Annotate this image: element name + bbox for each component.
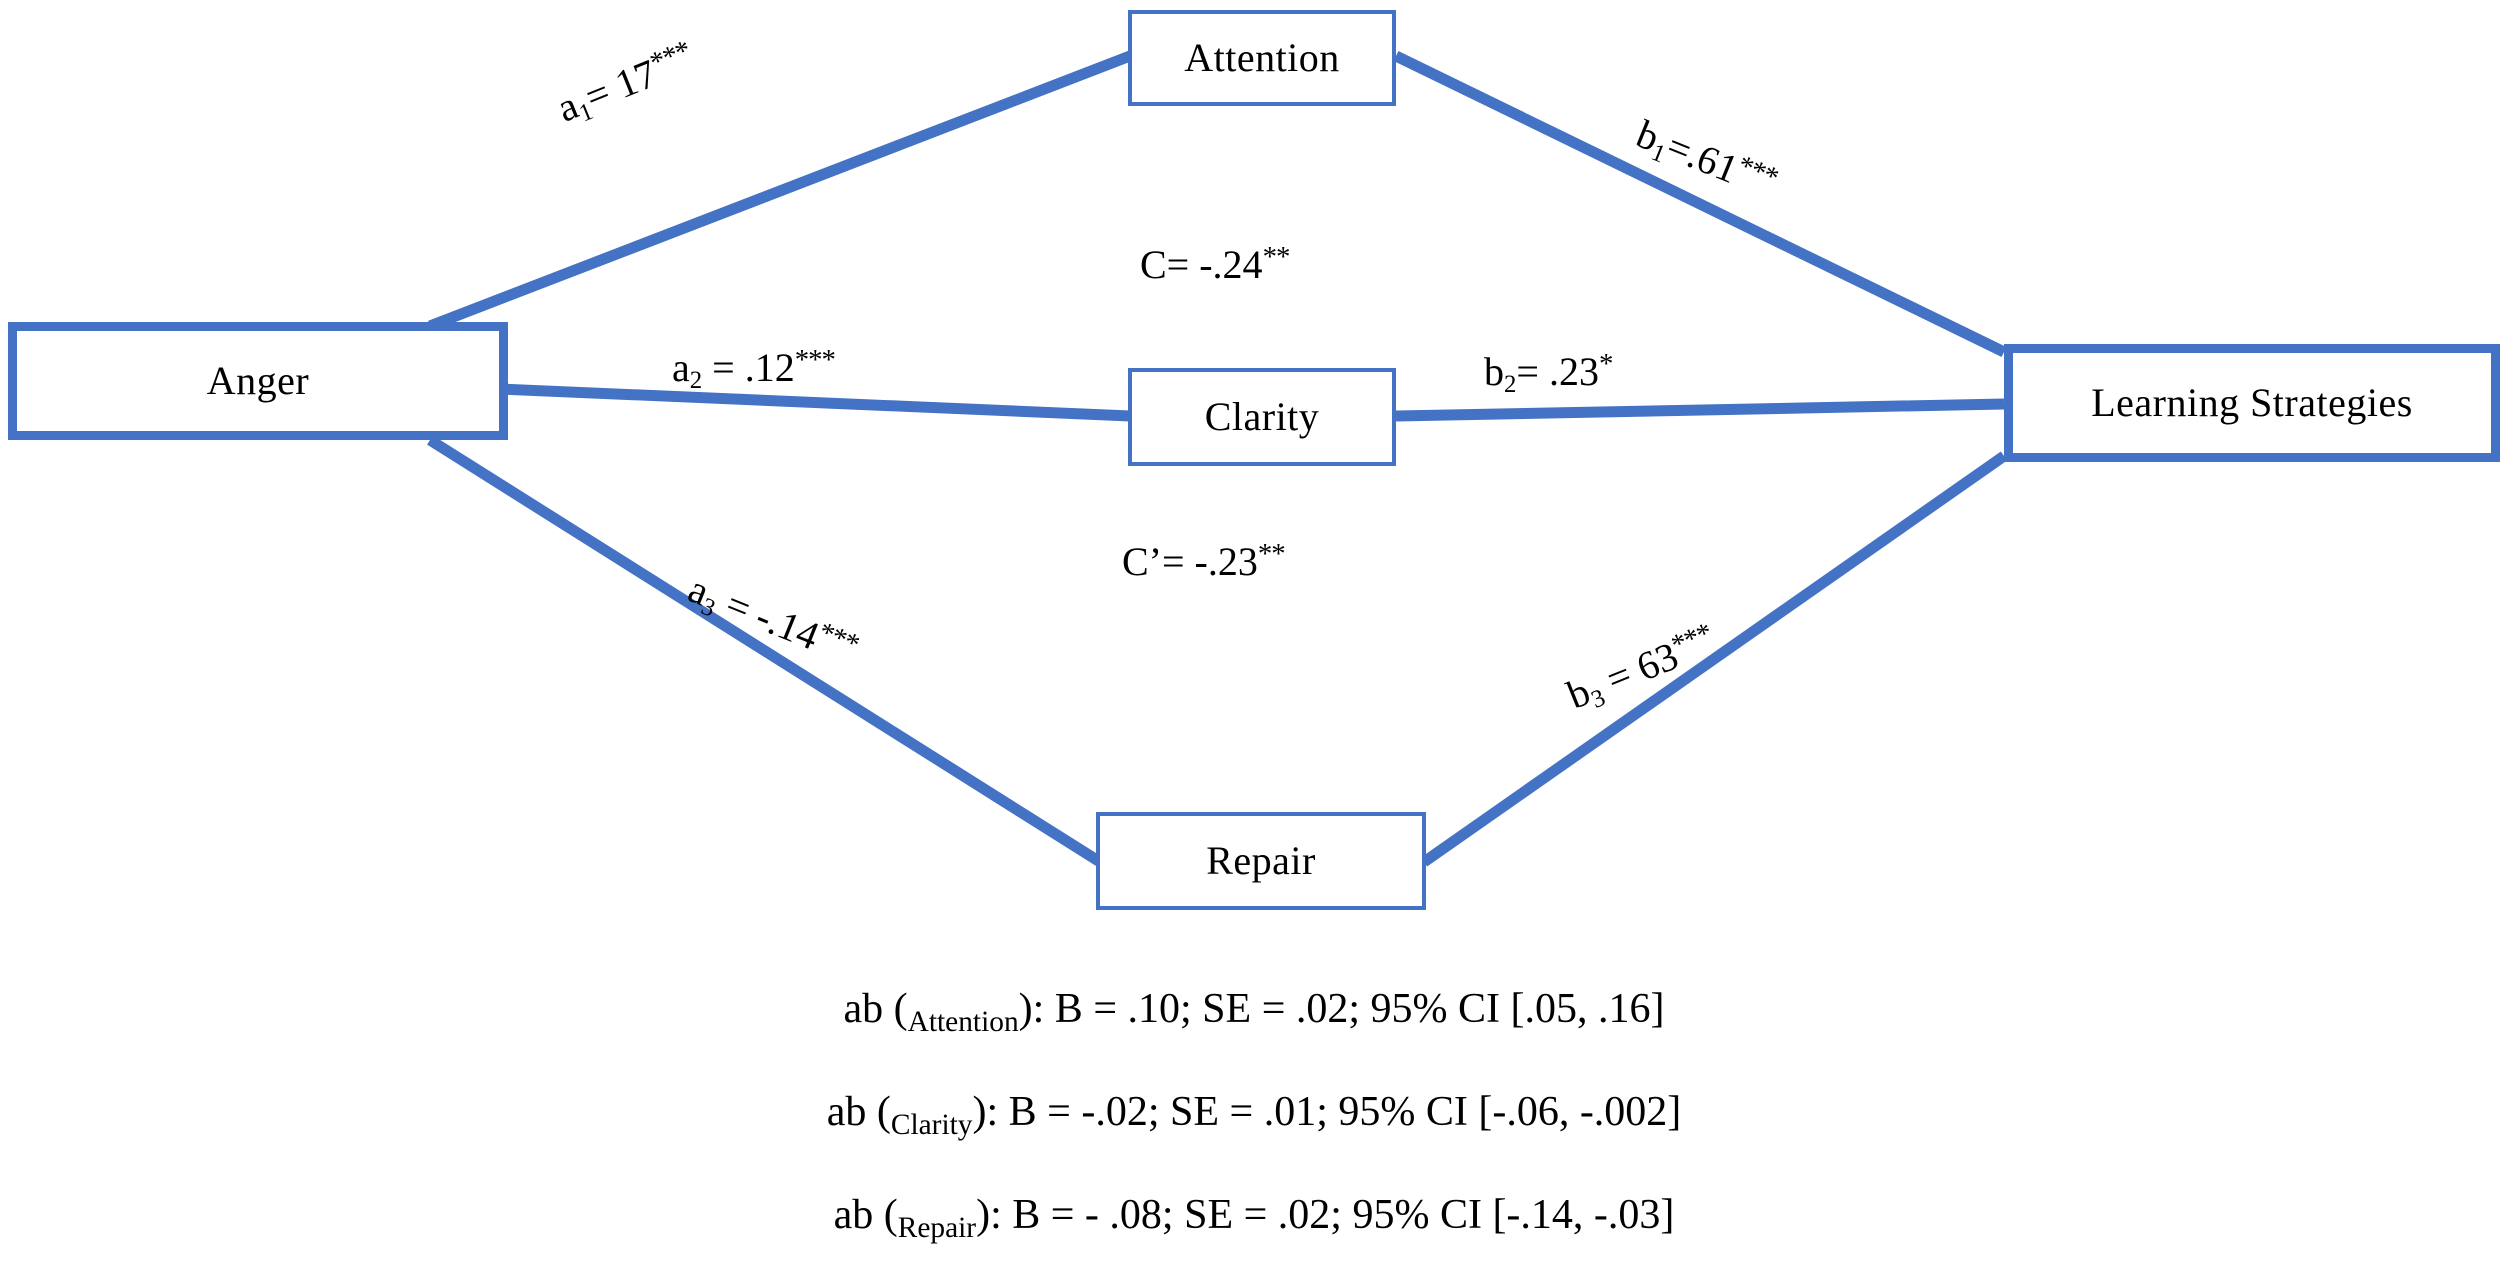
path-label-b2: b2= .23* bbox=[1484, 348, 1613, 399]
indirect-effect-mediator: Clarity bbox=[890, 1109, 973, 1142]
edge-attention-outcome bbox=[1393, 51, 2007, 357]
edge-clarity-outcome bbox=[1395, 398, 2005, 422]
path-a2-stars: *** bbox=[794, 344, 836, 376]
indirect-effect-prefix: ab ( bbox=[843, 986, 908, 1032]
node-attention[interactable]: Attention bbox=[1128, 10, 1396, 106]
path-label-a2: a2 = .12*** bbox=[672, 344, 836, 395]
indirect-effects-caption-block: ab (Attention): B = .10; SE = .02; 95% C… bbox=[0, 988, 2508, 1266]
path-label-direct-effect: C’= -.23** bbox=[1122, 538, 1286, 585]
node-learning-strategies[interactable]: Learning Strategies bbox=[2004, 344, 2500, 462]
indirect-effect-line: ab (Attention): B = .10; SE = .02; 95% C… bbox=[0, 988, 2508, 1037]
path-label-total-effect: C= -.24** bbox=[1140, 241, 1291, 288]
node-anger-label: Anger bbox=[206, 358, 310, 403]
indirect-effect-mediator: Repair bbox=[897, 1212, 977, 1245]
path-b2-stars: * bbox=[1598, 348, 1613, 380]
path-c-value: C= -.24 bbox=[1140, 242, 1263, 288]
indirect-effect-stats: ): B = -.02; SE = .01; 95% CI [-.06, -.0… bbox=[972, 1089, 1682, 1136]
path-label-b1: b1=.61*** bbox=[1629, 111, 1782, 211]
indirect-effect-mediator: Attention bbox=[907, 1005, 1019, 1038]
indirect-effect-prefix: ab ( bbox=[833, 1192, 898, 1239]
path-a3-value: = -.14 bbox=[710, 577, 826, 659]
path-c-prime-stars: ** bbox=[1257, 538, 1286, 570]
node-anger[interactable]: Anger bbox=[8, 322, 508, 440]
indirect-effect-stats: ): B = - .08; SE = .02; 95% CI [-.14, -.… bbox=[976, 1192, 1675, 1239]
path-b2-value: = .23 bbox=[1516, 349, 1599, 395]
path-b2-name: b bbox=[1484, 349, 1504, 395]
path-c-prime-value: C’= -.23 bbox=[1122, 539, 1258, 585]
path-a2-name: a bbox=[672, 345, 690, 391]
path-b2-index: 2 bbox=[1504, 371, 1517, 399]
node-repair-label: Repair bbox=[1206, 838, 1316, 883]
path-label-a1: a1= 17*** bbox=[551, 34, 701, 134]
path-c-stars: ** bbox=[1262, 241, 1291, 273]
indirect-effect-line: ab (Repair): B = - .08; SE = .02; 95% CI… bbox=[0, 1194, 2508, 1243]
node-repair[interactable]: Repair bbox=[1096, 812, 1426, 910]
path-a2-index: 2 bbox=[689, 367, 703, 395]
edge-anger-attention bbox=[428, 50, 1132, 332]
indirect-effect-line: ab (Clarity): B = -.02; SE = .01; 95% CI… bbox=[0, 1091, 2508, 1140]
edge-anger-repair bbox=[427, 435, 1103, 867]
indirect-effect-prefix: ab ( bbox=[826, 1089, 891, 1136]
node-attention-label: Attention bbox=[1184, 35, 1340, 80]
path-b3-value: = 63 bbox=[1590, 632, 1685, 706]
path-label-a3: a3 = -.14*** bbox=[681, 566, 863, 677]
indirect-effect-stats: ): B = .10; SE = .02; 95% CI [.05, .16] bbox=[1018, 986, 1665, 1032]
node-learning-strategies-label: Learning Strategies bbox=[2091, 380, 2413, 425]
node-clarity[interactable]: Clarity bbox=[1128, 368, 1396, 466]
path-label-b3: b3 = 63*** bbox=[1561, 617, 1723, 721]
node-clarity-label: Clarity bbox=[1204, 394, 1320, 439]
path-b1-value: =.61 bbox=[1660, 123, 1745, 192]
path-a2-value: = .12 bbox=[702, 345, 795, 391]
